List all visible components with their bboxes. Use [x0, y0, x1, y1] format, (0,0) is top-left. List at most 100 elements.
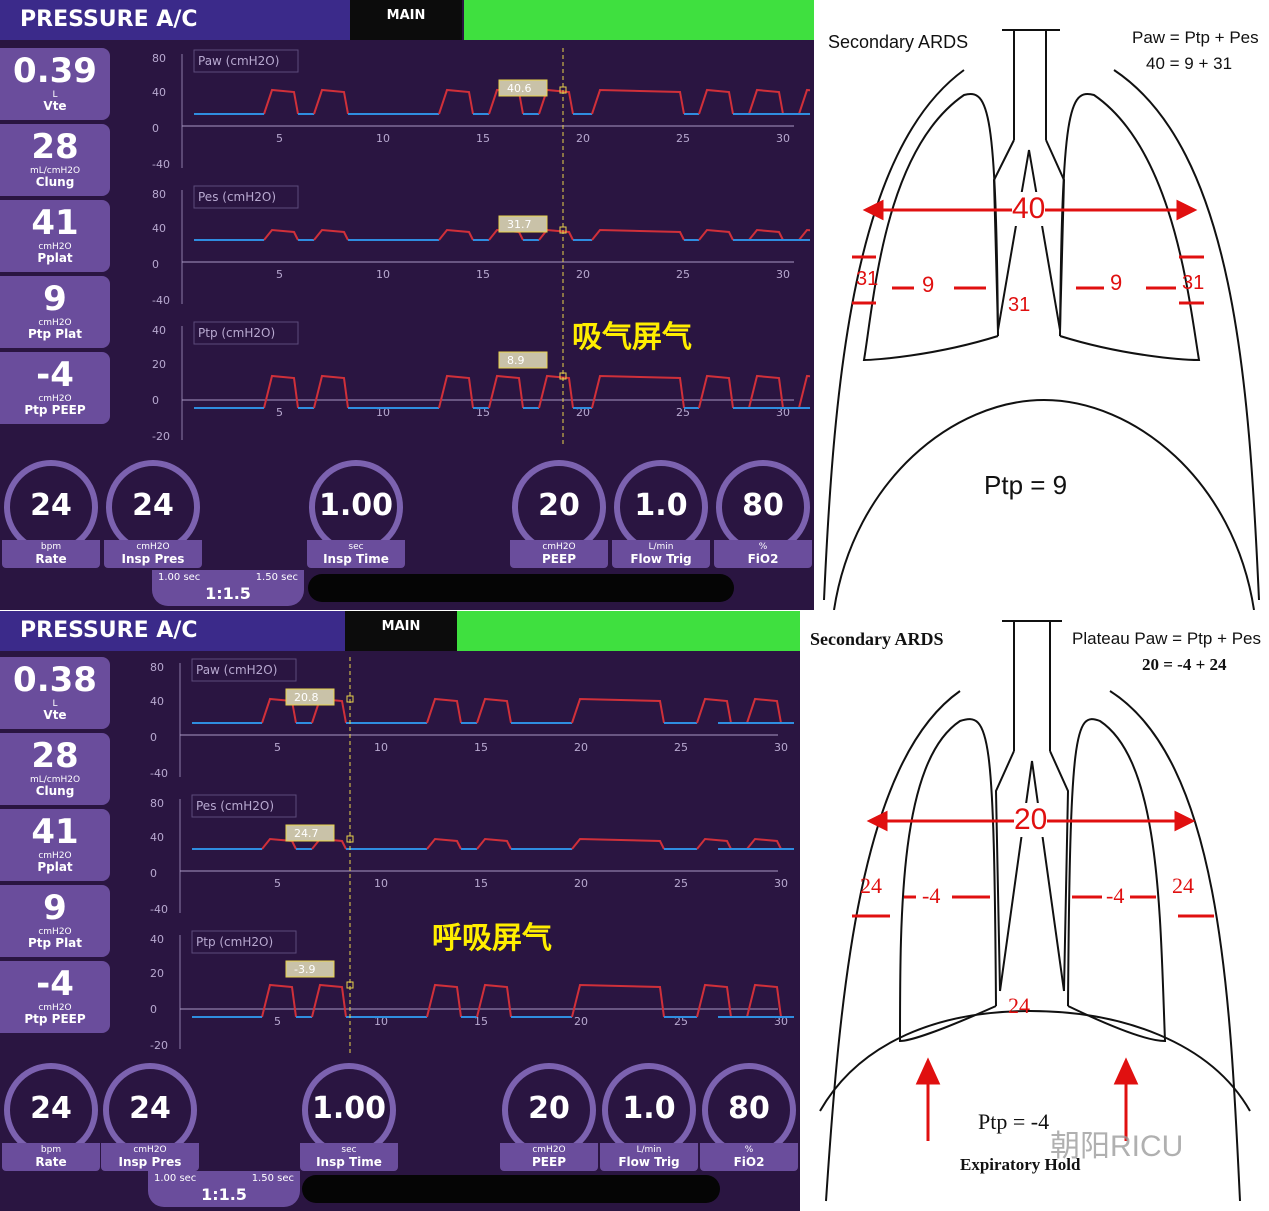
pleural-pressure-right: 24 — [1172, 873, 1194, 898]
y-tick-label: 0 — [152, 258, 159, 271]
y-tick-label: -20 — [150, 1039, 168, 1052]
x-tick-label: 20 — [576, 406, 590, 419]
message-bar — [308, 574, 734, 602]
tile-value: 0.38 — [13, 660, 97, 700]
chart-label-box — [191, 930, 297, 954]
y-tick-label: -40 — [150, 903, 168, 916]
y-tick-label: 40 — [152, 324, 166, 337]
ratio-value: 1:1.5 — [201, 1185, 247, 1204]
y-tick-label: -40 — [152, 158, 170, 171]
gauge-name: Flow Trig — [630, 552, 692, 566]
ptp-result: Ptp = -4 — [978, 1109, 1050, 1134]
tile-value: -4 — [36, 355, 74, 395]
x-tick-label: 15 — [474, 741, 488, 754]
gauge-name: Flow Trig — [618, 1155, 680, 1169]
alarm-status-bar — [464, 0, 814, 40]
gauge-unit: cmH2O — [542, 542, 576, 552]
inspiratory-segment — [438, 374, 474, 409]
tile-unit: cmH2O — [38, 394, 72, 404]
inspiratory-segment — [261, 983, 297, 1018]
x-tick-label: 25 — [676, 406, 690, 419]
inspiratory-segment — [538, 88, 574, 115]
x-tick-label: 30 — [776, 132, 790, 145]
cursor-readout: 20.8 — [294, 691, 319, 704]
y-tick-label: 40 — [150, 695, 164, 708]
gauge-unit: bpm — [40, 1145, 62, 1155]
gauge-fio2[interactable]: 80%FiO2 — [700, 1063, 798, 1171]
gauge-fio2[interactable]: 80%FiO2 — [714, 460, 812, 568]
gauge-value: 24 — [132, 488, 174, 523]
pleural-pressure-right: 31 — [1182, 272, 1205, 294]
chart-label: Ptp (cmH2O) — [196, 935, 273, 949]
message-bar — [302, 1175, 720, 1203]
x-tick-label: 30 — [776, 268, 790, 281]
inspiratory-segment — [538, 374, 574, 409]
gauge-unit: sec — [341, 1145, 357, 1155]
inspiratory-segment — [748, 228, 784, 241]
tile-name: Clung — [35, 784, 75, 798]
x-tick-label: 10 — [376, 132, 390, 145]
x-tick-label: 5 — [274, 1015, 281, 1028]
ratio-exp: 1.50 sec — [251, 1173, 294, 1184]
gauge-value: 1.00 — [318, 488, 394, 523]
inspiratory-segment — [476, 983, 512, 1018]
chart-label-box — [191, 658, 297, 682]
main-tab[interactable]: MAIN — [345, 611, 457, 651]
chart-label-box — [193, 49, 299, 73]
y-tick-label: -20 — [152, 430, 170, 443]
pleural-pressure-left: 24 — [860, 873, 882, 898]
gauge-value: 20 — [538, 488, 580, 523]
inspiratory-segment — [696, 983, 732, 1018]
x-tick-label: 20 — [576, 132, 590, 145]
chart-label-box — [193, 321, 299, 345]
x-tick-label: 30 — [774, 1015, 788, 1028]
gauge-value: 20 — [528, 1091, 570, 1126]
y-tick-label: -40 — [150, 767, 168, 780]
tile-unit: L — [52, 699, 58, 709]
x-tick-label: 5 — [276, 406, 283, 419]
main-tab[interactable]: MAIN — [350, 0, 462, 40]
gauge-unit: L/min — [636, 1145, 662, 1155]
inspiratory-segment — [263, 88, 299, 115]
gauge-name: Insp Pres — [118, 1155, 182, 1169]
inspiratory-segment — [591, 88, 685, 115]
inspiratory-segment — [313, 88, 349, 115]
x-tick-label: 10 — [374, 741, 388, 754]
tile-unit: mL/cmH2O — [29, 775, 81, 785]
lung-drawing — [823, 29, 1260, 610]
transpulmonary-left: 9 — [922, 272, 935, 297]
gauge-value: 80 — [728, 1091, 770, 1126]
cursor-readout-box — [285, 960, 335, 978]
inspiratory-segment — [538, 228, 574, 241]
inspiratory-segment — [748, 88, 784, 115]
inspiratory-segment — [591, 228, 685, 241]
gauge-name: Insp Time — [316, 1155, 382, 1169]
x-tick-label: 25 — [674, 877, 688, 890]
